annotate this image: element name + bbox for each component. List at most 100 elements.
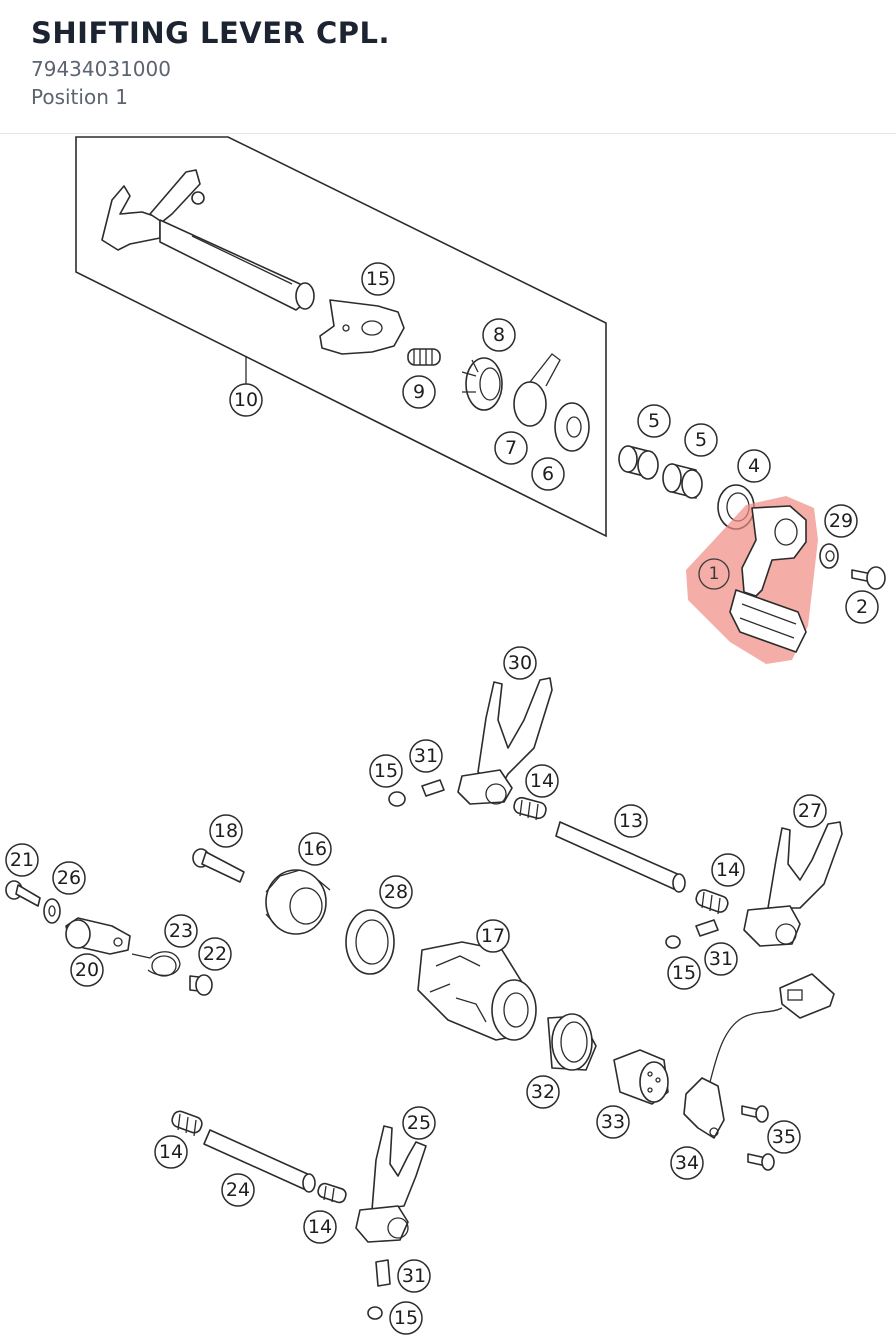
callout-33[interactable]: 33	[596, 1105, 630, 1139]
callout-29[interactable]: 29	[824, 504, 858, 538]
callout-32[interactable]: 32	[526, 1075, 560, 1109]
callout-2[interactable]: 2	[845, 590, 879, 624]
seal-ring-28-part	[345, 909, 395, 975]
part-title: SHIFTING LEVER CPL.	[31, 16, 391, 50]
svg-text:23: 23	[169, 920, 193, 942]
svg-text:14: 14	[308, 1216, 332, 1238]
bolt-21-part	[5, 880, 41, 907]
callout-5b[interactable]: 5	[684, 423, 718, 457]
svg-text:17: 17	[481, 925, 505, 947]
svg-text:29: 29	[829, 510, 853, 532]
svg-text:16: 16	[303, 838, 327, 860]
svg-text:31: 31	[414, 745, 438, 767]
svg-text:15: 15	[374, 760, 398, 782]
callout-26[interactable]: 26	[52, 861, 86, 895]
callout-15-right[interactable]: 15	[667, 956, 701, 990]
washer-6-part	[554, 402, 590, 452]
svg-text:14: 14	[530, 770, 554, 792]
shift-fork-25-part	[355, 1125, 427, 1243]
svg-text:15: 15	[672, 962, 696, 984]
callout-6[interactable]: 6	[531, 457, 565, 491]
callout-31-top[interactable]: 31	[409, 739, 443, 773]
callout-23[interactable]: 23	[164, 914, 198, 948]
callout-13[interactable]: 13	[614, 804, 648, 838]
callout-16[interactable]: 16	[298, 832, 332, 866]
callout-14-right[interactable]: 14	[711, 853, 745, 887]
pin-31-right-part	[695, 919, 719, 937]
svg-text:18: 18	[214, 820, 238, 842]
screw-18-part	[192, 848, 245, 883]
callout-35[interactable]: 35	[767, 1120, 801, 1154]
callout-18[interactable]: 18	[209, 814, 243, 848]
shift-drum-17-part	[417, 941, 537, 1041]
roller-15-right-part	[665, 935, 681, 949]
shift-drum-locating-16-part	[265, 869, 331, 935]
screw-35a-part	[741, 1105, 769, 1123]
locking-lever-20-part	[65, 917, 131, 955]
callout-7[interactable]: 7	[494, 431, 528, 465]
svg-text:6: 6	[542, 463, 554, 485]
svg-text:21: 21	[10, 849, 34, 871]
svg-text:7: 7	[505, 437, 517, 459]
svg-text:33: 33	[601, 1111, 625, 1133]
callout-15-top[interactable]: 15	[369, 754, 403, 788]
shifting-lever-highlighted-part	[686, 496, 818, 664]
callout-25[interactable]: 25	[402, 1106, 436, 1140]
callout-8[interactable]: 8	[482, 318, 516, 352]
svg-text:14: 14	[159, 1141, 183, 1163]
svg-text:13: 13	[619, 810, 643, 832]
roller-15-lower-part	[367, 1306, 383, 1320]
spring-9-part	[407, 348, 441, 366]
pin-31-top-part	[421, 779, 445, 797]
callout-9[interactable]: 9	[402, 375, 436, 409]
callout-28[interactable]: 28	[379, 875, 413, 909]
callout-20[interactable]: 20	[70, 953, 104, 987]
svg-text:31: 31	[402, 1265, 426, 1287]
svg-text:4: 4	[748, 455, 760, 477]
callout-14-lower-mid[interactable]: 14	[303, 1210, 337, 1244]
callout-15-lower[interactable]: 15	[389, 1301, 423, 1335]
svg-text:8: 8	[493, 324, 505, 346]
callout-27[interactable]: 27	[793, 794, 827, 828]
callout-31-lower[interactable]: 31	[397, 1259, 431, 1293]
shift-plate-part	[319, 299, 405, 355]
ring-32-part	[547, 1013, 597, 1071]
callout-14-lower-left[interactable]: 14	[154, 1135, 188, 1169]
shift-rail-24-part	[203, 1129, 316, 1193]
callout-24[interactable]: 24	[221, 1173, 255, 1207]
callout-17[interactable]: 17	[476, 919, 510, 953]
pin-31-lower-part	[375, 1259, 391, 1287]
callout-34[interactable]: 34	[670, 1146, 704, 1180]
exploded-parts-diagram: 15 8 9 10 7 6 5 5 4 29 1 2 30 31 15 14 2…	[5, 136, 886, 1335]
svg-text:30: 30	[508, 652, 532, 674]
shift-rail-13-part	[555, 821, 686, 893]
spring-14-upper-part	[513, 796, 547, 821]
svg-text:15: 15	[366, 268, 390, 290]
spring-14-right-part	[695, 889, 729, 915]
svg-text:20: 20	[75, 959, 99, 981]
callout-4[interactable]: 4	[737, 449, 771, 483]
callout-1-highlighted[interactable]: 1	[698, 558, 730, 590]
washer-26-part	[43, 898, 61, 924]
part-position: Position 1	[31, 85, 128, 109]
svg-text:9: 9	[413, 381, 425, 403]
callout-22[interactable]: 22	[198, 937, 232, 971]
part-number: 79434031000	[31, 57, 171, 81]
svg-text:1: 1	[709, 564, 720, 584]
svg-text:28: 28	[384, 881, 408, 903]
callout-30[interactable]: 30	[503, 646, 537, 680]
bushing-5b-part	[662, 463, 703, 499]
callout-5a[interactable]: 5	[637, 404, 671, 438]
callout-11[interactable]: 15	[361, 262, 395, 296]
callout-31-right[interactable]: 31	[704, 942, 738, 976]
spring-23-part	[131, 951, 181, 977]
svg-text:5: 5	[695, 429, 707, 451]
svg-text:15: 15	[394, 1307, 418, 1329]
svg-text:14: 14	[716, 859, 740, 881]
callout-21[interactable]: 21	[5, 843, 39, 877]
callout-10[interactable]: 10	[229, 383, 263, 417]
part-header: SHIFTING LEVER CPL. 79434031000 Position…	[0, 0, 896, 134]
callout-14-upper[interactable]: 14	[525, 764, 559, 798]
sleeve-8-part	[461, 357, 503, 411]
svg-text:26: 26	[57, 867, 81, 889]
